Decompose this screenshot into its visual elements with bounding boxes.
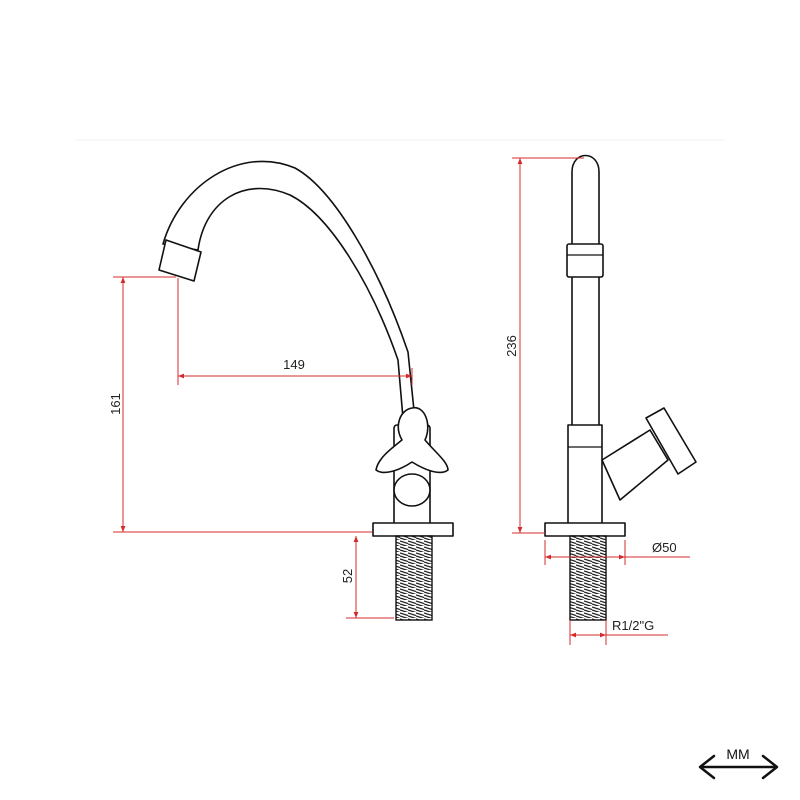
side-threaded-shank (569, 535, 607, 621)
side-faucet-body (567, 424, 603, 526)
dimension-base-diameter: Ø50 (544, 540, 690, 565)
dimension-label-total-height: 236 (504, 335, 519, 357)
dimension-label-base-diameter: Ø50 (652, 540, 677, 555)
valve-bonnet (393, 473, 431, 507)
threaded-shank (395, 535, 433, 621)
side-view-faucet (544, 154, 697, 621)
side-valve-stem (601, 429, 669, 501)
front-view-faucet (158, 160, 454, 621)
unit-legend: MM (698, 746, 779, 780)
cross-handle (375, 407, 449, 474)
spout-tube (162, 160, 417, 431)
dimension-spout-reach: 149 (177, 278, 413, 385)
side-base-plate (544, 522, 626, 537)
dimension-thread-length: 52 (340, 536, 394, 619)
dimension-label-spout-reach: 149 (283, 357, 305, 372)
side-spout-collar (566, 243, 604, 278)
dimension-thread-size: R1/2"G (569, 618, 668, 645)
dimension-total-height: 236 (504, 157, 584, 534)
unit-label: MM (726, 746, 749, 762)
dimension-label-thread-length: 52 (340, 569, 355, 583)
double-arrow-icon (698, 754, 779, 780)
spout-nozzle (158, 239, 202, 282)
side-handle (645, 407, 697, 475)
dimension-label-thread-size: R1/2"G (612, 618, 654, 633)
dimension-outlet-height: 161 (108, 276, 372, 533)
base-plate (372, 522, 454, 537)
dimension-label-outlet-height: 161 (108, 393, 123, 415)
side-spout-tube (571, 154, 600, 431)
